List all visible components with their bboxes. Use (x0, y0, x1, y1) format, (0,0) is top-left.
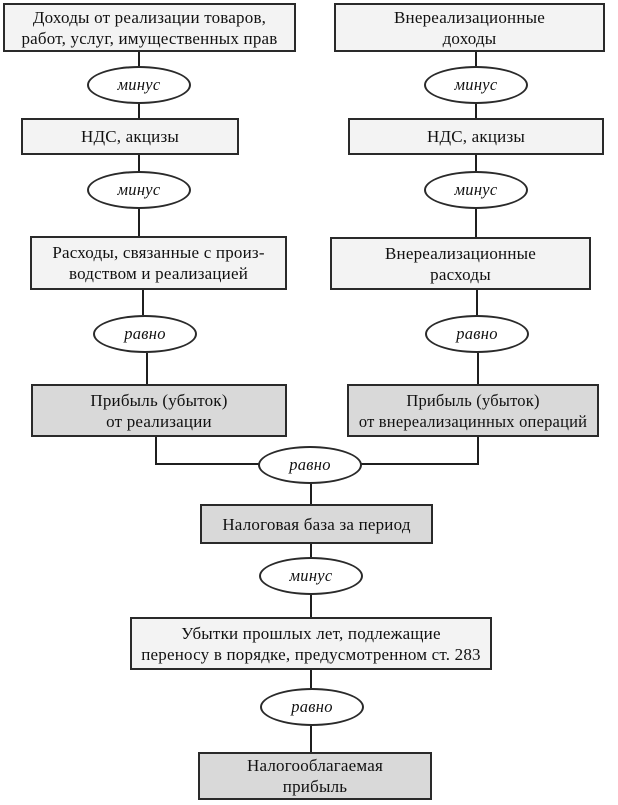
connector-line (310, 484, 312, 504)
box-label-line: Налоговая база за период (222, 514, 411, 534)
connector-line (477, 353, 479, 384)
operator-equals-ellipse: равно (425, 315, 529, 353)
box-nonsales-income: Внереализационные доходы (334, 3, 605, 52)
box-nonsales-profit: Прибыль (убыток) от внереализацинных опе… (347, 384, 599, 437)
box-tax-base: Налоговая база за период (200, 504, 433, 544)
operator-minus-ellipse: минус (87, 66, 191, 104)
box-label-line: работ, услуг, имущественных прав (21, 28, 278, 48)
box-label-line: Внереализационные (384, 243, 537, 263)
connector-line (310, 595, 312, 617)
operator-label: равно (124, 324, 166, 343)
operator-equals-ellipse: равно (260, 688, 364, 726)
operator-equals-ellipse: равно (93, 315, 197, 353)
box-label-line: прибыль (282, 777, 348, 796)
operator-minus-ellipse: минус (424, 171, 528, 209)
box-label-line: Убытки прошлых лет, подлежащие (181, 623, 441, 643)
box-label-line: доходы (442, 28, 497, 48)
connector-line (476, 290, 478, 315)
box-loss-carryforward: Убытки прошлых лет, подлежащие переносу … (130, 617, 492, 670)
box-label-line: переносу в порядке, предусмотренном ст. … (141, 644, 481, 664)
operator-minus-ellipse: минус (424, 66, 528, 104)
connector-line (138, 104, 140, 118)
box-label-line: Налогооблагаемая (246, 756, 384, 775)
operator-label: минус (117, 180, 161, 199)
operator-label: равно (291, 697, 333, 716)
box-production-expenses: Расходы, связанные с произ- водством и р… (30, 236, 287, 290)
connector-line (310, 544, 312, 557)
operator-label: минус (454, 75, 498, 94)
connector-line (310, 726, 312, 752)
box-nonsales-expenses: Внереализационные расходы (330, 237, 591, 290)
box-label-line: Доходы от реализации товаров, (32, 7, 267, 27)
operator-equals-ellipse: равно (258, 446, 362, 484)
operator-label: равно (289, 455, 331, 474)
operator-label: равно (456, 324, 498, 343)
box-sales-revenue: Доходы от реализации товаров, работ, усл… (3, 3, 296, 52)
box-label-line: Прибыль (убыток) (406, 390, 540, 410)
connector-line (142, 290, 144, 315)
box-label-line: НДС, акцизы (426, 127, 526, 146)
box-label-line: водством и реализацией (68, 264, 248, 283)
box-label-line: НДС, акцизы (80, 127, 180, 146)
box-label-line: от реализации (106, 411, 212, 431)
connector-line (360, 463, 479, 465)
box-label-line: Прибыль (убыток) (90, 390, 228, 410)
connector-line (475, 104, 477, 118)
box-taxable-profit: Налогооблагаемая прибыль (198, 752, 432, 800)
box-vat-excise-left: НДС, акцизы (21, 118, 239, 155)
connector-line (475, 209, 477, 237)
box-label-line: Внереализационные (393, 7, 546, 27)
operator-label: минус (117, 75, 161, 94)
box-sales-profit: Прибыль (убыток) от реализации (31, 384, 287, 437)
box-label-line: расходы (430, 264, 491, 284)
box-label-line: от внереализацинных операций (358, 411, 588, 431)
connector-line (138, 52, 140, 66)
connector-line (138, 155, 140, 171)
connector-line (155, 437, 157, 465)
connector-line (310, 670, 312, 688)
operator-minus-ellipse: минус (259, 557, 363, 595)
connector-line (475, 155, 477, 171)
connector-line (138, 209, 140, 236)
connector-line (155, 463, 260, 465)
connector-line (477, 437, 479, 465)
operator-minus-ellipse: минус (87, 171, 191, 209)
box-label-line: Расходы, связанные с произ- (52, 243, 265, 262)
operator-label: минус (454, 180, 498, 199)
connector-line (146, 353, 148, 384)
operator-label: минус (289, 566, 333, 585)
box-vat-excise-right: НДС, акцизы (348, 118, 604, 155)
connector-line (475, 52, 477, 66)
